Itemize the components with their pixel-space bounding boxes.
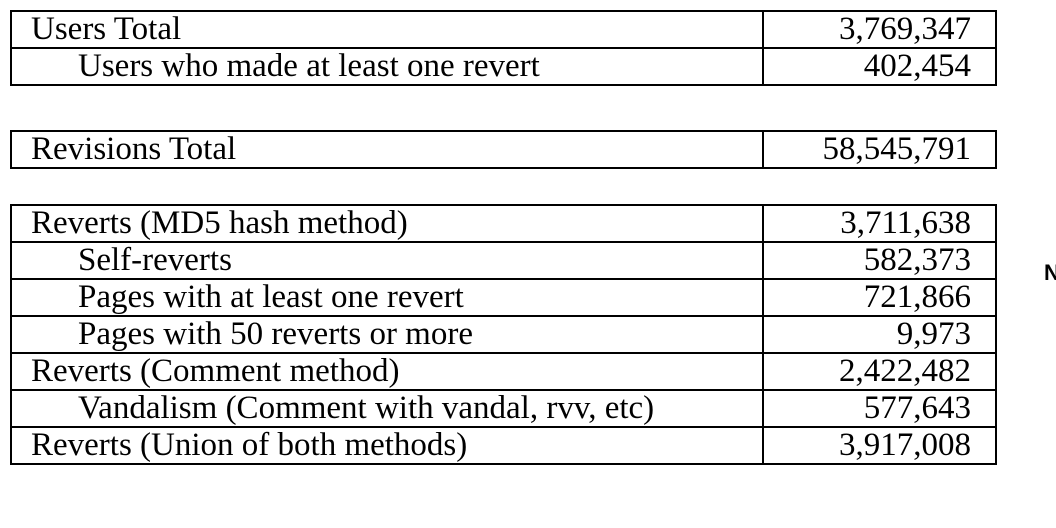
row-label-reverts-md5: Reverts (MD5 hash method) <box>10 204 764 243</box>
table-row: Pages with at least one revert 721,866 <box>10 278 997 317</box>
cropped-edge-letter: N <box>1044 262 1056 284</box>
row-value-reverts-md5: 3,711,638 <box>762 204 997 243</box>
row-value-reverts-union: 3,917,008 <box>762 426 997 465</box>
row-value-self-reverts: 582,373 <box>762 241 997 280</box>
table-row: Pages with 50 reverts or more 9,973 <box>10 315 997 354</box>
row-value-users-with-revert: 402,454 <box>762 47 997 86</box>
row-label-users-total: Users Total <box>10 10 764 49</box>
row-label-self-reverts: Self-reverts <box>10 241 764 280</box>
row-label-vandalism: Vandalism (Comment with vandal, rvv, etc… <box>10 389 764 428</box>
table-row: Self-reverts 582,373 <box>10 241 997 280</box>
table-row: Users Total 3,769,347 <box>10 10 997 49</box>
row-label-reverts-comment: Reverts (Comment method) <box>10 352 764 391</box>
table-row: Vandalism (Comment with vandal, rvv, etc… <box>10 389 997 428</box>
row-value-pages-with-revert: 721,866 <box>762 278 997 317</box>
row-value-vandalism: 577,643 <box>762 389 997 428</box>
row-value-reverts-comment: 2,422,482 <box>762 352 997 391</box>
table-row: Reverts (Comment method) 2,422,482 <box>10 352 997 391</box>
row-label-reverts-union: Reverts (Union of both methods) <box>10 426 764 465</box>
row-label-pages-50-reverts: Pages with 50 reverts or more <box>10 315 764 354</box>
row-label-users-with-revert: Users who made at least one revert <box>10 47 764 86</box>
row-label-revisions-total: Revisions Total <box>10 130 764 169</box>
table-row: Reverts (Union of both methods) 3,917,00… <box>10 426 997 465</box>
table-row: Revisions Total 58,545,791 <box>10 130 997 169</box>
revisions-table: Revisions Total 58,545,791 <box>10 130 997 169</box>
row-value-pages-50-reverts: 9,973 <box>762 315 997 354</box>
row-value-users-total: 3,769,347 <box>762 10 997 49</box>
row-label-pages-with-revert: Pages with at least one revert <box>10 278 764 317</box>
users-table: Users Total 3,769,347 Users who made at … <box>10 10 997 86</box>
table-row: Reverts (MD5 hash method) 3,711,638 <box>10 204 997 243</box>
row-value-revisions-total: 58,545,791 <box>762 130 997 169</box>
reverts-table: Reverts (MD5 hash method) 3,711,638 Self… <box>10 204 997 465</box>
table-row: Users who made at least one revert 402,4… <box>10 47 997 86</box>
